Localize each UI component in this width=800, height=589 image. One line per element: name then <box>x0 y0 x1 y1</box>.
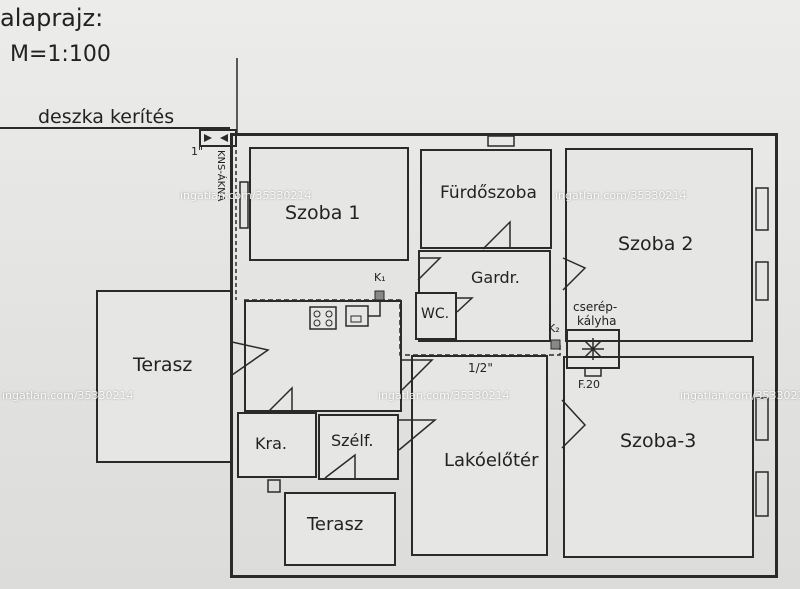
room-label-kamra: Kra. <box>255 434 287 453</box>
plan-title: alaprajz: <box>0 4 104 32</box>
room-label-szelfogo: Szélf. <box>331 431 374 450</box>
room-terasz-bottom <box>284 492 396 566</box>
room-szoba-1 <box>249 147 409 261</box>
pipe-label-one-inch: 1" <box>191 145 204 158</box>
room-szoba-3 <box>563 356 754 558</box>
plan-scale: M=1:100 <box>10 42 111 67</box>
room-label-furdoszoba: Fürdőszoba <box>440 183 537 203</box>
room-label-szoba-2: Szoba 2 <box>618 233 694 255</box>
room-label-szoba-1: Szoba 1 <box>285 202 361 224</box>
room-kitchen <box>244 300 402 412</box>
room-terasz-left <box>96 290 232 463</box>
room-label-wc: WC. <box>421 306 450 322</box>
room-label-szoba-3: Szoba-3 <box>620 430 697 452</box>
stove-code: F.20 <box>578 378 601 391</box>
room-szoba-2 <box>565 148 753 342</box>
kns-label: KNS-ÁKNA <box>215 150 226 202</box>
watermark-5: ingatlan.com/35330214 <box>680 389 800 402</box>
room-label-terasz-left: Terasz <box>133 354 193 376</box>
watermark-3: ingatlan.com/35330214 <box>2 389 134 402</box>
room-label-gardrob: Gardr. <box>471 268 520 287</box>
room-wc <box>415 292 457 340</box>
room-label-lakoeloter: Lakóelőtér <box>444 450 539 471</box>
watermark-2: ingatlan.com/35330214 <box>555 189 687 202</box>
fence-label: deszka kerítés <box>38 106 175 128</box>
room-furdoszoba <box>420 149 552 249</box>
meter-label-k2: K₂ <box>548 322 560 335</box>
room-szelfogo <box>318 414 399 480</box>
pipe-label-half-inch: 1/2" <box>468 361 493 375</box>
stove-label-line2: kályha <box>577 314 617 328</box>
room-kamra <box>237 412 317 478</box>
meter-label-k1: K₁ <box>374 271 386 284</box>
watermark-4: ingatlan.com/35330214 <box>378 389 510 402</box>
room-lakoeloter <box>411 355 548 556</box>
stove-label-line1: cserép- <box>573 300 618 314</box>
room-label-terasz-bottom: Terasz <box>307 514 364 535</box>
watermark-1: ingatlan.com/35330214 <box>180 189 312 202</box>
